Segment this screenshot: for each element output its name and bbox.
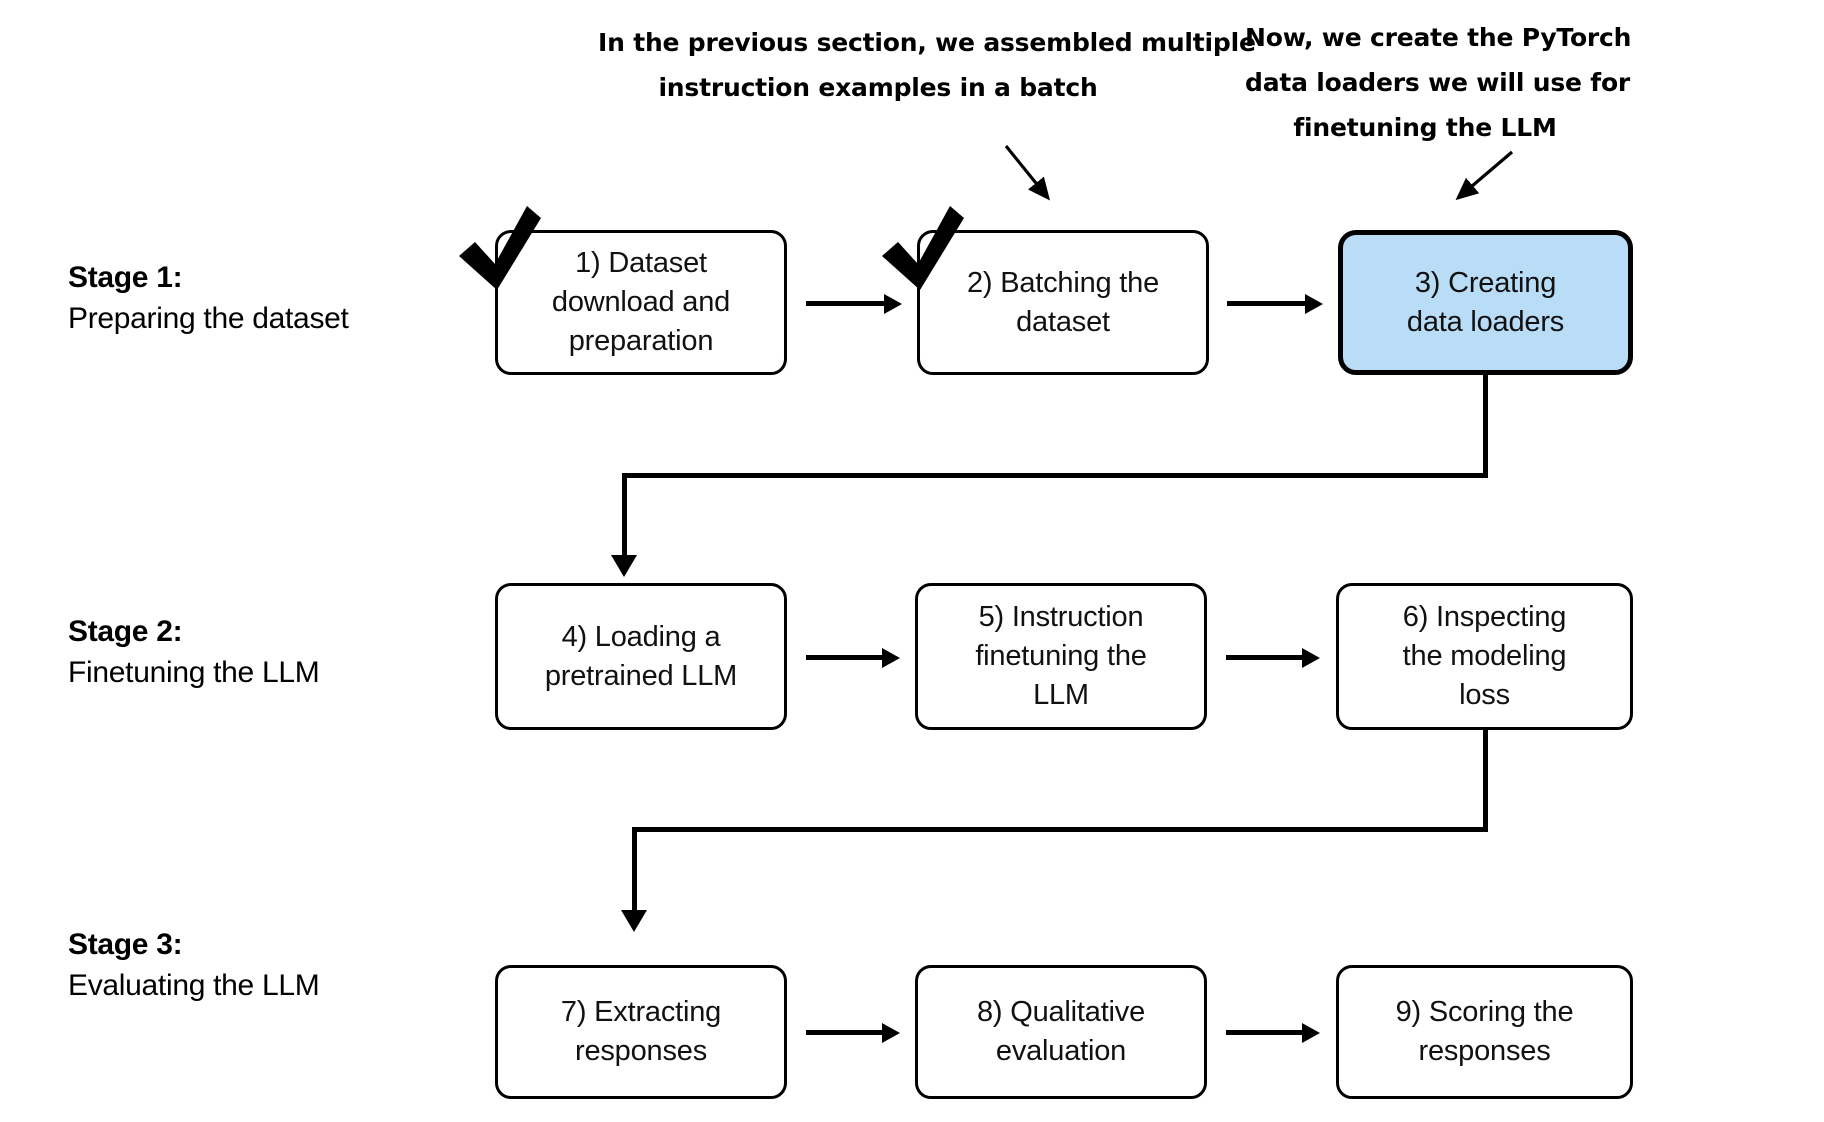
annotation-line: instruction examples in a batch	[658, 73, 1098, 102]
arrow-node1-to-node2	[806, 294, 902, 314]
node-label: 8) Qualitative evaluation	[976, 996, 1146, 1067]
stage-label-1: Stage 1: Preparing the dataset	[68, 258, 468, 340]
arrow-head	[884, 294, 902, 314]
node-label: 6) Inspecting the modeling loss	[1402, 601, 1567, 711]
arrow-head	[882, 1023, 900, 1043]
connector-stage2-to-stage3-arrowhead	[621, 910, 647, 932]
node-label: 7) Extracting responses	[560, 996, 722, 1067]
node-1-dataset-download-and-preparation[interactable]: 1) Dataset download and preparation	[495, 230, 787, 375]
arrow-shaft	[1226, 1030, 1304, 1035]
arrow-node8-to-node9	[1226, 1023, 1320, 1043]
node-6-inspecting-the-modeling-loss[interactable]: 6) Inspecting the modeling loss	[1336, 583, 1633, 730]
node-4-loading-a-pretrained-llm[interactable]: 4) Loading a pretrained LLM	[495, 583, 787, 730]
node-8-qualitative-evaluation[interactable]: 8) Qualitative evaluation	[915, 965, 1207, 1099]
arrow-node7-to-node8	[806, 1023, 900, 1043]
annotation-data-loaders: Now, we create the PyTorch data loaders …	[1245, 15, 1632, 150]
stage-description: Finetuning the LLM	[68, 656, 320, 689]
annotation-pointer-arrow-left	[1004, 144, 1051, 201]
node-label: 9) Scoring the responses	[1395, 996, 1574, 1067]
arrow-head	[882, 648, 900, 668]
stage-title: Stage 3:	[68, 928, 183, 961]
connector-stage2-to-stage3-run	[632, 827, 1488, 832]
stage-description: Evaluating the LLM	[68, 969, 320, 1002]
annotation-line: Now, we create the PyTorch	[1245, 23, 1632, 52]
node-5-instruction-finetuning-the-llm[interactable]: 5) Instruction finetuning the LLM	[915, 583, 1207, 730]
node-label: 4) Loading a pretrained LLM	[544, 620, 738, 692]
node-label: 1) Dataset download and preparation	[551, 247, 731, 357]
arrow-node4-to-node5	[806, 648, 900, 668]
arrow-shaft	[806, 655, 884, 660]
annotation-pointer-arrow-right	[1455, 150, 1514, 201]
connector-stage1-to-stage2-arrowhead	[611, 555, 637, 577]
annotation-line: In the previous section, we assembled mu…	[598, 28, 1256, 57]
arrow-shaft	[806, 301, 886, 306]
arrow-shaft	[806, 1030, 884, 1035]
stage-description: Preparing the dataset	[68, 302, 349, 335]
connector-stage2-to-stage3-stub	[1483, 730, 1488, 831]
connector-stage1-to-stage2-stub	[1483, 375, 1488, 478]
annotation-previous-section: In the previous section, we assembled mu…	[598, 20, 1256, 110]
stage-title: Stage 2:	[68, 615, 183, 648]
arrow-shaft	[1227, 301, 1307, 306]
node-label: 3) Creating data loaders	[1406, 266, 1565, 338]
checkmark-icon	[459, 206, 541, 290]
node-7-extracting-responses[interactable]: 7) Extracting responses	[495, 965, 787, 1099]
connector-stage1-to-stage2-drop	[622, 473, 627, 559]
connector-stage1-to-stage2-run	[622, 473, 1488, 478]
arrow-node2-to-node3	[1227, 294, 1323, 314]
arrow-shaft	[1226, 655, 1304, 660]
annotation-line: data loaders we will use for	[1245, 68, 1631, 97]
node-2-batching-the-dataset[interactable]: 2) Batching the dataset	[917, 230, 1209, 375]
connector-stage2-to-stage3-drop	[632, 827, 637, 914]
node-9-scoring-the-responses[interactable]: 9) Scoring the responses	[1336, 965, 1633, 1099]
checkmark-icon	[882, 206, 964, 290]
arrow-head	[1302, 648, 1320, 668]
annotation-line: finetuning the LLM	[1293, 113, 1557, 142]
stage-title: Stage 1:	[68, 261, 183, 294]
arrow-head	[1302, 1023, 1320, 1043]
arrow-head	[1305, 294, 1323, 314]
arrow-node5-to-node6	[1226, 648, 1320, 668]
node-label: 2) Batching the dataset	[966, 266, 1160, 338]
stage-label-3: Stage 3: Evaluating the LLM	[68, 925, 468, 1007]
node-label: 5) Instruction finetuning the LLM	[975, 601, 1147, 711]
node-3-creating-data-loaders[interactable]: 3) Creating data loaders	[1338, 230, 1633, 375]
stage-label-2: Stage 2: Finetuning the LLM	[68, 612, 468, 694]
